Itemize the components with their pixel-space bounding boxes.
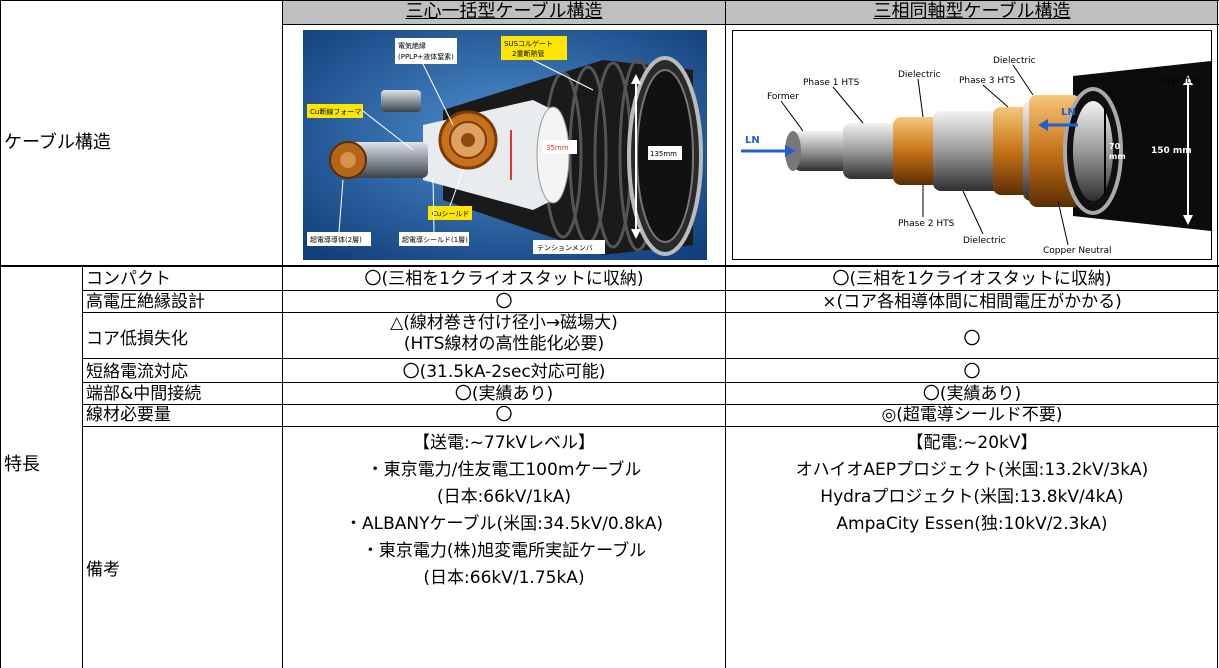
row-label-compact: コンパクト <box>86 269 171 289</box>
img2-label-150mm: 150 mm <box>1151 146 1192 156</box>
grid-line <box>82 312 1219 313</box>
grid-line <box>282 0 283 668</box>
row-label-short-circuit: 短絡電流対応 <box>86 362 188 382</box>
header-col2: 三相同軸型ケーブル構造 <box>726 0 1218 24</box>
img2-label-ln-left: LN <box>745 135 760 146</box>
img2-label-cryostat: Cryostat <box>1161 76 1200 86</box>
three-core-cable-image: 電気絶縁 (PPLP+液体窒素) SUSコルゲート 2重断熱管 Cu断線フォーマ… <box>303 30 707 260</box>
img1-label-sc-shield: 超電導シールド(1層) <box>402 235 468 244</box>
cell-low-loss-col2: 〇 <box>963 329 981 349</box>
grid-line <box>82 358 1219 359</box>
img2-label-ln-right: LN <box>1061 107 1076 118</box>
img1-label-cu-shield: Cuシールド <box>432 210 469 218</box>
cell-short-circuit-col2: 〇 <box>963 362 981 382</box>
img2-label-phase2: Phase 2 HTS <box>898 219 955 229</box>
triaxial-cable-image: Former Phase 1 HTS Dielectric Dielectric… <box>732 30 1212 260</box>
triaxial-cable-drawing: Former Phase 1 HTS Dielectric Dielectric… <box>733 31 1211 259</box>
grid-line <box>82 290 1219 291</box>
img2-label-70mm: 70 <box>1109 142 1121 151</box>
header-col1: 三心一括型ケーブル構造 <box>283 0 725 24</box>
cell-compact-col1: 〇(三相を1クライオスタットに収納) <box>364 269 644 289</box>
img2-label-dielectric-a: Dielectric <box>898 70 941 80</box>
cell-low-loss-col1: △(線材巻き付け径小→磁場大) (HTS線材の高性能化必要) <box>390 313 618 354</box>
cell-joints-col1: 〇(実績あり) <box>454 384 554 404</box>
img1-label-35mm: 35mm <box>546 144 569 152</box>
img1-label-tension: テンションメンバ <box>537 244 593 252</box>
cell-wire-amount-col1: 〇 <box>495 405 513 425</box>
grid-line <box>82 404 1219 405</box>
grid-line <box>0 0 1 668</box>
grid-line <box>725 0 726 668</box>
grid-line <box>82 382 1219 383</box>
group-label-features: 特長 <box>4 454 40 475</box>
row-label-joints: 端部&中間接続 <box>86 384 202 404</box>
img2-label-dielectric-b: Dielectric <box>993 56 1036 66</box>
svg-text:2重断熱管: 2重断熱管 <box>512 49 544 58</box>
three-core-cable-drawing: 電気絶縁 (PPLP+液体窒素) SUSコルゲート 2重断熱管 Cu断線フォーマ… <box>303 30 707 260</box>
cell-insulation-col2: ×(コア各相導体間に相間電圧がかかる) <box>822 292 1122 312</box>
img1-label-insulation: 電気絶縁 <box>398 41 426 50</box>
cell-wire-amount-col2: ◎(超電導シールド不要) <box>881 405 1063 425</box>
grid-line <box>0 0 1219 1</box>
svg-text:mm: mm <box>1109 152 1126 161</box>
cell-compact-col2: 〇(三相を1クライオスタットに収納) <box>832 269 1112 289</box>
grid-line <box>1217 0 1218 668</box>
row-label-wire-amount: 線材必要量 <box>86 405 171 425</box>
row-label-notes: 備考 <box>86 560 120 580</box>
img2-label-phase1: Phase 1 HTS <box>803 78 860 88</box>
img2-label-former: Former <box>767 92 799 102</box>
img1-label-cu-former: Cu断線フォーマ <box>310 107 361 116</box>
row-label-low-loss: コア低損失化 <box>86 329 188 349</box>
svg-text:(PPLP+液体窒素): (PPLP+液体窒素) <box>398 52 454 61</box>
grid-line <box>82 426 1219 427</box>
cell-short-circuit-col1: 〇(31.5kA-2sec対応可能) <box>402 362 606 382</box>
img1-label-sc-conductor: 超電導導体(2層) <box>310 235 362 244</box>
row-label-insulation: 高電圧絶縁設計 <box>86 292 205 312</box>
cell-notes-col1: 【送電:~77kVレベル】 ・東京電力/住友電工100mケーブル (日本:66k… <box>344 433 664 588</box>
grid-line <box>283 24 1219 25</box>
grid-line <box>82 266 83 668</box>
grid-line <box>0 265 1219 267</box>
cell-notes-col2: 【配電:~20kV】 オハイオAEPプロジェクト(米国:13.2kV/3kA) … <box>795 433 1149 534</box>
row-label-structure: ケーブル構造 <box>4 132 111 153</box>
img2-label-copper-neutral: Copper Neutral <box>1043 246 1112 256</box>
cell-joints-col2: 〇(実績あり) <box>922 384 1022 404</box>
img1-label-135mm: 135mm <box>650 150 677 158</box>
img1-label-sus: SUSコルゲート <box>504 39 553 48</box>
cell-insulation-col1: 〇 <box>495 292 513 312</box>
img2-label-dielectric-c: Dielectric <box>963 236 1006 246</box>
img2-label-phase3: Phase 3 HTS <box>959 76 1016 86</box>
